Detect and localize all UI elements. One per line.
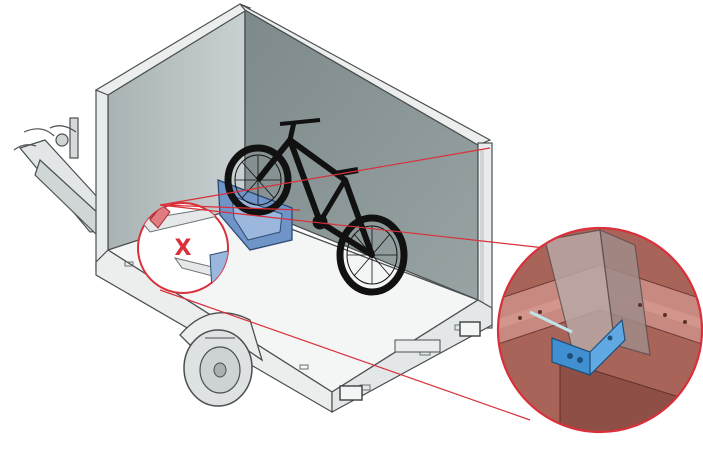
rear-rail [331,299,493,414]
bicycle-icon [224,118,408,296]
callout-leader-lines [159,147,546,421]
trailer-wheel [179,312,264,407]
drawbar [13,117,111,240]
mounting-bracket-icon [551,318,626,377]
zoom-callout [496,226,703,434]
trailer [94,3,493,414]
callout-x-mark: X [175,236,192,261]
